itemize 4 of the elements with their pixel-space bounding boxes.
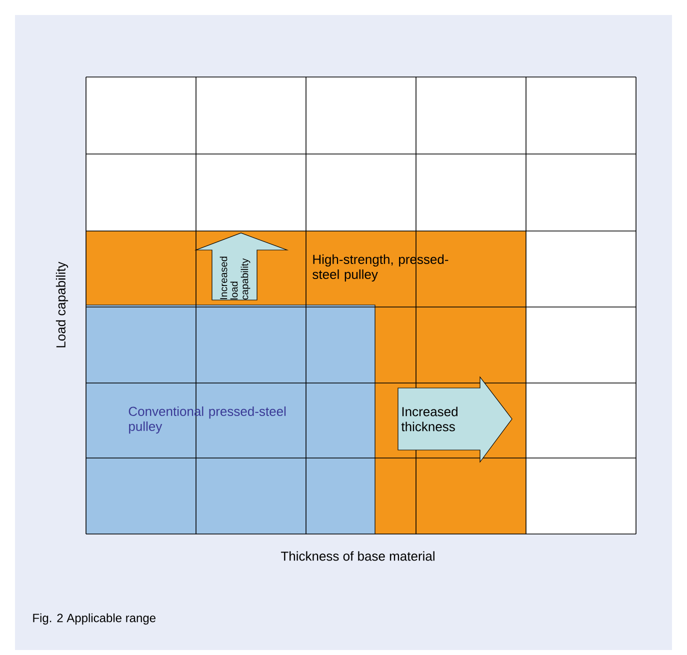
- axis-label: Load capability: [56, 262, 68, 348]
- axis-label: Thickness of base material: [281, 551, 434, 561]
- range-region: [86, 305, 375, 534]
- figure-caption: Fig. 2 Applicable range: [33, 613, 156, 625]
